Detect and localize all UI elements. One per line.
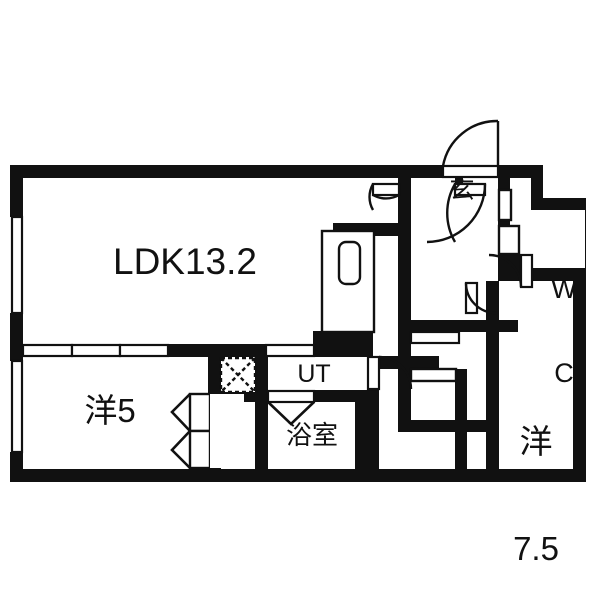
door-bathroom-panel <box>266 389 316 404</box>
openings <box>10 164 534 454</box>
room-label-ldk: LDK13.2 <box>113 241 257 282</box>
door-hall-panel <box>371 182 401 197</box>
door-swing-arcs <box>368 119 523 390</box>
door-ldk-right-panel <box>409 330 461 345</box>
room-label-entrance: 玄 <box>449 176 475 204</box>
arc-entrance-main <box>441 119 499 167</box>
room-label-bathroom: 浴室 <box>285 420 338 450</box>
arc-hall-left <box>368 183 375 211</box>
sliding-panel-3 <box>118 343 170 358</box>
closet-yo5-chevron-1 <box>170 393 191 432</box>
room-label-western-room-75-line1: 洋 <box>519 423 553 461</box>
sliding-panel-2 <box>70 343 122 358</box>
closet-yo5-upper <box>188 392 212 433</box>
kitchen-sink <box>337 240 362 286</box>
door-utility-panel <box>366 355 381 391</box>
window-ldk-west <box>10 215 24 315</box>
closet-yo75-door <box>409 367 458 383</box>
room-label-utility: UT <box>297 360 331 388</box>
room-label-toilet-line2: C <box>554 358 574 389</box>
shoebox-upper <box>497 188 513 222</box>
fixture-linework <box>188 188 585 470</box>
room-label-western-room-5: 洋5 <box>84 392 136 429</box>
arc-hall-left2 <box>372 193 400 200</box>
arc-toilet <box>488 253 523 288</box>
room-label-toilet: W C <box>544 219 584 444</box>
door-toilet-panel <box>519 253 534 289</box>
shoebox-lower <box>497 224 521 256</box>
door-entrance-main-panel <box>441 164 500 179</box>
washer-space-outline <box>219 356 257 394</box>
room-label-western-room-75: 洋 7.5 <box>500 353 572 600</box>
door-ldk-hall <box>264 343 316 358</box>
washer-space <box>219 356 257 394</box>
window-yo5-west <box>10 359 24 454</box>
closet-yo5-chevron-2 <box>170 430 191 469</box>
closet-yo5-body <box>210 394 244 468</box>
arc-entrance-inner2 <box>426 183 487 244</box>
bath-door-chevron <box>267 401 315 426</box>
room-label-toilet-line1: W <box>551 274 577 305</box>
washer-space-diag-2 <box>220 357 256 393</box>
toilet-room-inner <box>543 210 585 268</box>
arc-utility <box>378 355 413 390</box>
arc-yo75 <box>464 282 497 315</box>
folding-door-marks <box>170 393 315 469</box>
door-yo75-panel <box>464 281 479 315</box>
sliding-panel-1 <box>21 343 74 358</box>
closet-yo5-lower <box>188 429 212 470</box>
room-label-western-room-75-line2: 7.5 <box>513 530 559 568</box>
